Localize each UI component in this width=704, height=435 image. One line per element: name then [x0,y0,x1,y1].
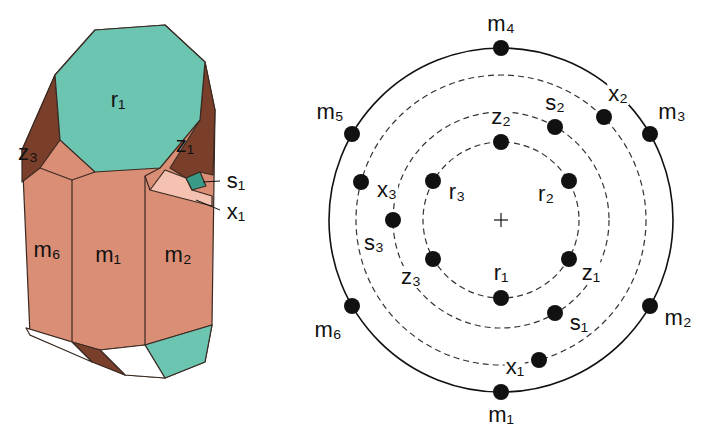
stereographic-projection [329,48,673,392]
primitive-circle [329,48,673,392]
pole-dot [561,173,577,189]
pole-label: z₂ [490,106,512,128]
pole-label: r₂ [537,183,555,205]
face-x1 [150,170,212,206]
face-edge [71,180,72,342]
center-mark [500,213,501,227]
pole-label: x₂ [607,83,629,105]
face-edge [40,168,95,180]
dashed-circle [423,142,579,298]
face-z3 [22,75,60,182]
face-label: z₁ [176,134,194,156]
pole-dot [344,126,360,142]
face-r1 [55,25,205,172]
pole-label: z₃ [400,266,422,288]
pole-label: s₃ [363,232,385,254]
face-label: s₁ [226,170,246,192]
dashed-circle [393,112,609,328]
pole-dot [493,384,509,400]
face-bottom [72,342,125,375]
pole-dot [425,251,441,267]
pole-dot [642,126,658,142]
face-label: m₁ [95,244,121,266]
pole-label: m₃ [657,101,686,123]
pole-label: x₃ [376,179,398,201]
pole-label: x₁ [505,356,525,378]
face-s1 [186,172,206,190]
pole-label: m₄ [486,13,515,35]
pole-dot [547,119,563,135]
pole-label: m₁ [487,404,515,426]
pole-label: r₃ [448,181,466,203]
pole-dot [344,298,360,314]
leader-line [196,200,220,210]
pole-dot [493,290,509,306]
pole-label: s₁ [569,312,589,334]
crystal-drawing [22,25,220,378]
pole-dot [385,212,401,228]
face-label: r₁ [111,89,126,111]
face-label: z₃ [18,142,38,164]
face-label: x₁ [226,201,246,223]
crystal-silhouette [22,25,215,378]
face-edge [145,168,160,190]
face-label: m₆ [33,239,60,261]
pole-label: r₁ [493,262,510,284]
pole-label: m₅ [315,101,344,123]
pole-label: s₂ [544,92,566,114]
pole-dot [596,109,612,125]
leader-line [203,181,220,182]
pole-label: m₆ [313,319,342,341]
face-bottom [26,328,92,362]
face-label: m₂ [165,244,192,266]
pole-label: z₁ [581,262,601,284]
dashed-circle [356,75,646,365]
pole-dot [425,173,441,189]
face-edge [144,176,145,345]
pole-dot [493,134,509,150]
pole-label: m₂ [664,307,693,329]
pole-dot [531,352,547,368]
pole-dot [642,298,658,314]
pole-dot [353,174,369,190]
pole-dot [493,40,509,56]
pole-dot [547,305,563,321]
pole-dot [561,251,577,267]
